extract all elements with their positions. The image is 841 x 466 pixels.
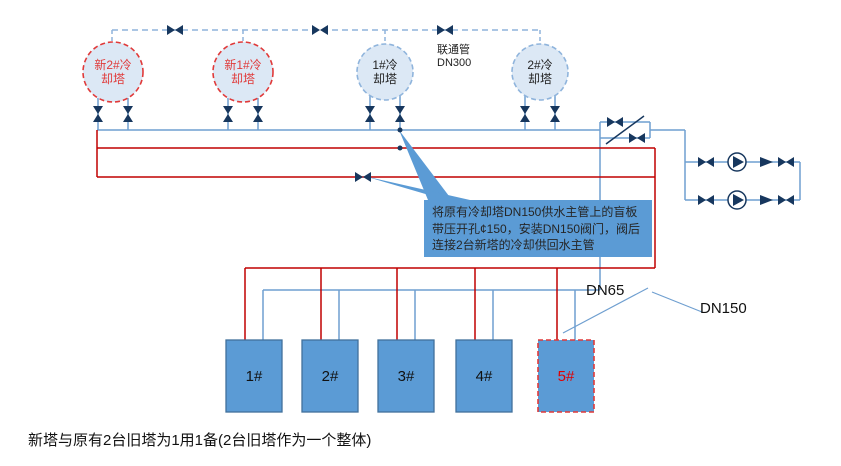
connecting-pipe-label: 联通管 DN300	[437, 44, 471, 70]
blue-pipes	[97, 29, 801, 340]
pump-icons	[727, 152, 747, 210]
valve-icon	[778, 195, 794, 205]
tower-circle-new2	[82, 41, 144, 103]
dn65-leader	[562, 287, 649, 334]
connecting-pipe-name: 联通管	[437, 44, 470, 56]
junction-dot	[397, 145, 403, 151]
valve-icon	[355, 172, 371, 182]
valve-icon	[698, 195, 714, 205]
junction-dots	[397, 127, 403, 151]
footnote: 新塔与原有2台旧塔为1用1备(2台旧塔作为一个整体)	[28, 432, 372, 449]
valve-icon	[698, 157, 714, 167]
valve-icon	[607, 117, 623, 127]
valve-icon	[123, 106, 133, 122]
dn150-leader	[651, 291, 703, 313]
pump-icon	[727, 152, 747, 172]
valve-icon	[93, 106, 103, 122]
dn150-label: DN150	[700, 300, 747, 317]
chiller-label-3: 3#	[397, 367, 415, 385]
connecting-pipe-size: DN300	[437, 57, 472, 69]
dn65-label: DN65	[586, 282, 625, 299]
chiller-box-4	[455, 339, 513, 413]
red-pipes	[96, 130, 656, 340]
callout-annotation: 将原有冷却塔DN150供水主管上的盲板带压开孔¢150，安装DN150阀门，阀后…	[432, 205, 641, 253]
valve-icon	[395, 106, 405, 122]
chiller-box-3	[377, 339, 435, 413]
valve-icon	[520, 106, 530, 122]
chiller-box-2	[301, 339, 359, 413]
chiller-boxes	[225, 339, 595, 413]
valve-icon	[365, 106, 375, 122]
callout-shape	[364, 130, 652, 257]
tower-circle-new1	[212, 41, 274, 103]
tower-label-new2: 新2#冷却塔	[94, 58, 132, 86]
tower-circle-1	[356, 43, 414, 101]
check-valve-icon	[760, 195, 773, 205]
bypass-slash	[605, 115, 645, 145]
tower-circles	[82, 41, 569, 103]
chiller-box-5	[537, 339, 595, 413]
check-valve-icon	[760, 157, 773, 167]
junction-dot	[397, 127, 403, 133]
tower-label-new1: 新1#冷却塔	[224, 58, 262, 86]
valve-icon	[167, 25, 183, 35]
chiller-label-5: 5#	[557, 367, 575, 385]
valve-icon	[550, 106, 560, 122]
valve-icon	[253, 106, 263, 122]
pump-icon	[727, 190, 747, 210]
tower-circle-2	[511, 43, 569, 101]
valve-icon	[778, 157, 794, 167]
chiller-label-1: 1#	[245, 367, 263, 385]
chiller-label-2: 2#	[321, 367, 339, 385]
tower-label-1: 1#冷却塔	[372, 58, 398, 86]
chiller-box-1	[225, 339, 283, 413]
valve-icon	[629, 133, 645, 143]
valve-icon	[223, 106, 233, 122]
valve-icon	[437, 25, 453, 35]
tower-label-2: 2#冷却塔	[527, 58, 553, 86]
valve-icon	[312, 25, 328, 35]
chiller-label-4: 4#	[475, 367, 493, 385]
